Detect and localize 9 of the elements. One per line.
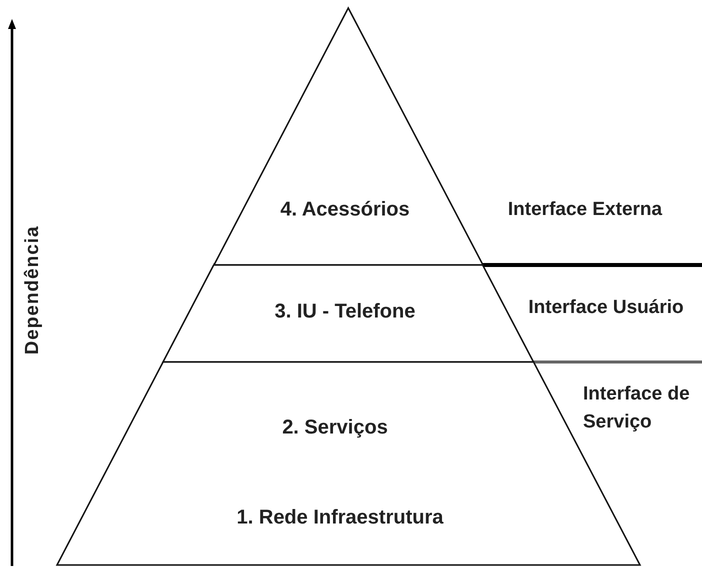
layer-label: 3. IU - Telefone <box>274 300 416 324</box>
interface-label: Interface Externa <box>508 199 662 221</box>
layer-label: 1. Rede Infraestrutura <box>236 506 444 530</box>
pyramid-top-layer <box>214 8 483 265</box>
layer-label: 2. Serviços <box>282 416 388 440</box>
interface-label: Interface Usuário <box>528 297 684 319</box>
interface-label: Interface de Serviço <box>583 382 691 434</box>
axis-label: Dependência <box>22 225 44 355</box>
layer-label: 4. Acessórios <box>280 198 410 222</box>
